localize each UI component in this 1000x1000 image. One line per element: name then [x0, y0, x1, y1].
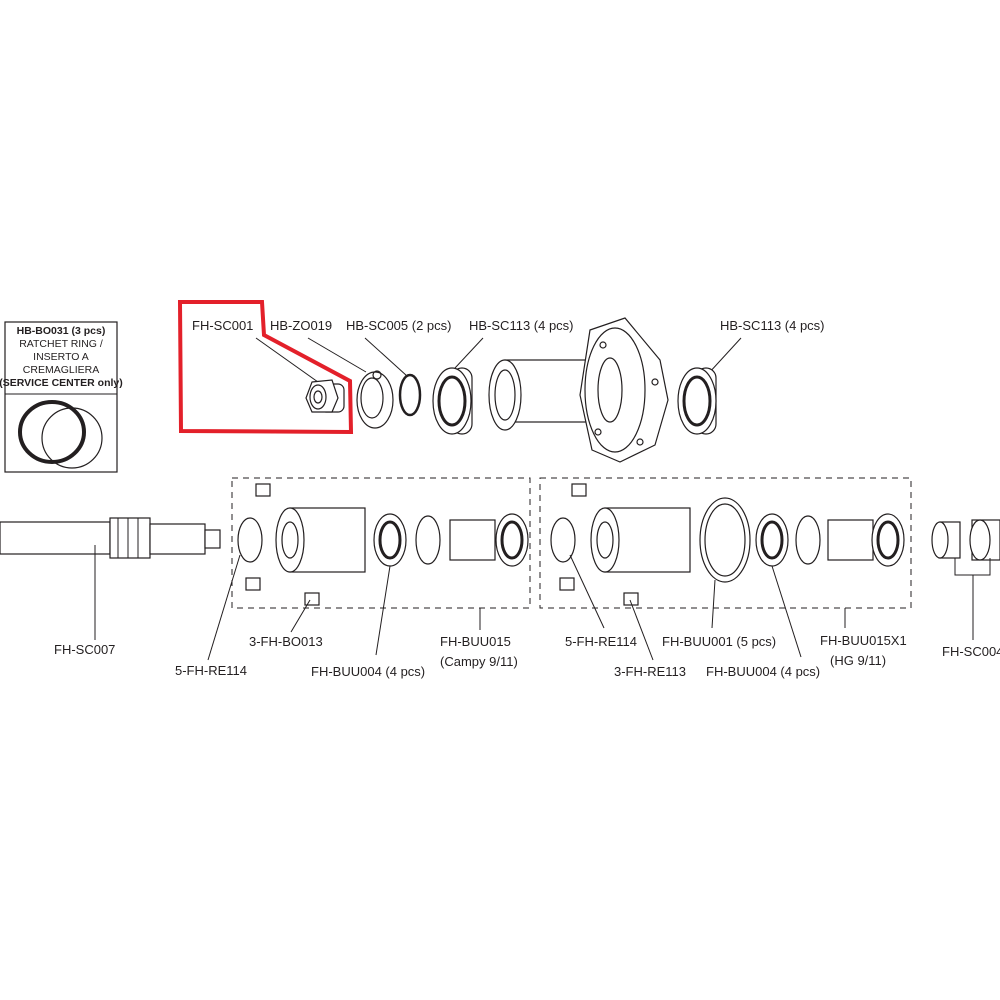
label-hb-sc113-right: HB-SC113 (4 pcs): [720, 318, 825, 333]
hg-parts: [550, 483, 905, 606]
label-3-fh-re113: 3-FH-RE113: [614, 664, 686, 679]
label-fh-buu004-right: FH-BUU004 (4 pcs): [706, 664, 820, 679]
ratchet-ring-box: HB-BO031 (3 pcs) RATCHET RING / INSERTO …: [0, 321, 123, 473]
label-hb-zo019: HB-ZO019: [270, 318, 332, 333]
part-hb-sc005-oring: [398, 373, 422, 417]
label-hb-sc113-left: HB-SC113 (4 pcs): [469, 318, 574, 333]
leader-lines-top: [255, 337, 742, 383]
leader-lines-bottom: [207, 554, 846, 661]
label-fh-sc001: FH-SC001: [192, 318, 253, 333]
label-5-fh-re114-right: 5-FH-RE114: [565, 634, 637, 649]
ratchet-line2: INSERTO A: [33, 351, 89, 363]
ratchet-line3: CREMAGLIERA: [23, 364, 99, 376]
label-fh-buu015x1: FH-BUU015X1: [820, 633, 907, 648]
part-fh-sc001-nut: [305, 379, 345, 413]
part-hb-zo019-ring: [356, 370, 394, 429]
label-fh-sc007: FH-SC007: [54, 642, 115, 657]
part-hub-body: [488, 317, 669, 463]
highlight-outline: [177, 300, 354, 435]
label-fh-buu015x1-sub: (HG 9/11): [830, 653, 886, 668]
hg-group-box: [539, 477, 912, 609]
part-hb-sc113-bearing-left: [432, 367, 473, 435]
campy-group-box: [231, 477, 531, 609]
part-hb-sc113-bearing-right: [677, 367, 717, 435]
part-fh-sc007-axle: [0, 517, 221, 559]
ratchet-line1: RATCHET RING /: [19, 338, 103, 350]
label-fh-buu015: FH-BUU015: [440, 634, 511, 649]
ratchet-line4: (SERVICE CENTER only): [0, 377, 123, 389]
campy-parts: [237, 483, 529, 606]
label-fh-buu004-left: FH-BUU004 (4 pcs): [311, 664, 425, 679]
label-3-fh-bo013: 3-FH-BO013: [249, 634, 323, 649]
ratchet-title: HB-BO031 (3 pcs): [17, 325, 106, 337]
part-fh-sc004-end-caps: [931, 519, 1000, 640]
label-hb-sc005: HB-SC005 (2 pcs): [346, 318, 451, 333]
label-fh-buu001: FH-BUU001 (5 pcs): [662, 634, 776, 649]
label-fh-buu015-sub: (Campy 9/11): [440, 654, 518, 669]
label-fh-sc004: FH-SC004: [942, 644, 1000, 659]
label-5-fh-re114-left: 5-FH-RE114: [175, 663, 247, 678]
